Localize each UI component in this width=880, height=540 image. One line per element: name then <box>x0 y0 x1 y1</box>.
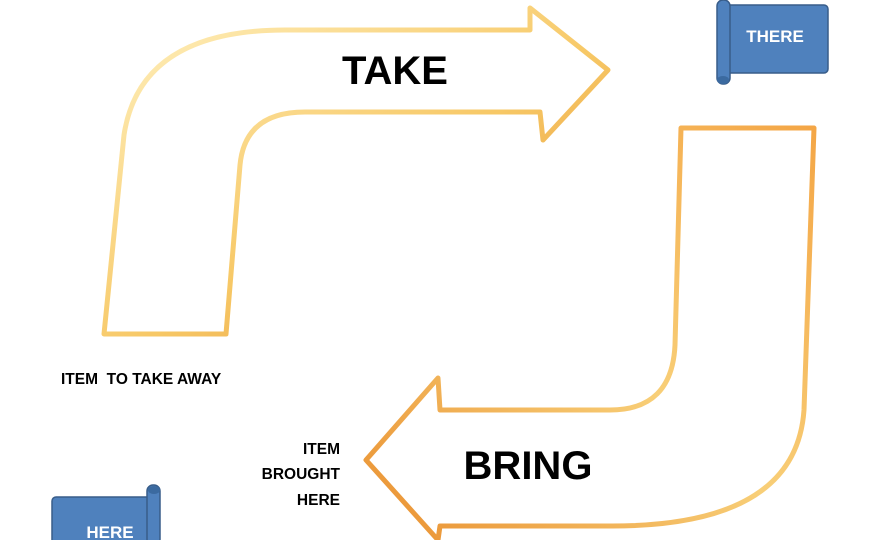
item-brought-here-caption: ITEM BROUGHT HERE <box>262 441 341 509</box>
take-arrow-label: TAKE <box>342 49 448 93</box>
bring-arrow-label: BRING <box>464 444 593 488</box>
item-take-away-caption: ITEM TO TAKE AWAY <box>61 371 222 388</box>
bring-arrow: BRING <box>363 125 817 540</box>
here-banner: HERE <box>51 484 161 540</box>
there-banner-roll-end <box>717 76 729 84</box>
bring-arrow-shape <box>363 125 817 540</box>
here-banner-label: HERE <box>86 523 133 540</box>
here-banner-roll <box>146 484 161 540</box>
there-banner-roll <box>716 0 731 85</box>
there-banner: THERE <box>716 0 829 85</box>
take-arrow: TAKE <box>101 5 611 337</box>
caption-line: HERE <box>297 492 340 509</box>
there-banner-label: THERE <box>746 27 804 46</box>
take-arrow-shape <box>101 5 611 337</box>
caption-line: BROUGHT <box>262 466 341 483</box>
here-banner-roll-end <box>148 486 160 494</box>
caption-line: ITEM <box>303 441 340 458</box>
